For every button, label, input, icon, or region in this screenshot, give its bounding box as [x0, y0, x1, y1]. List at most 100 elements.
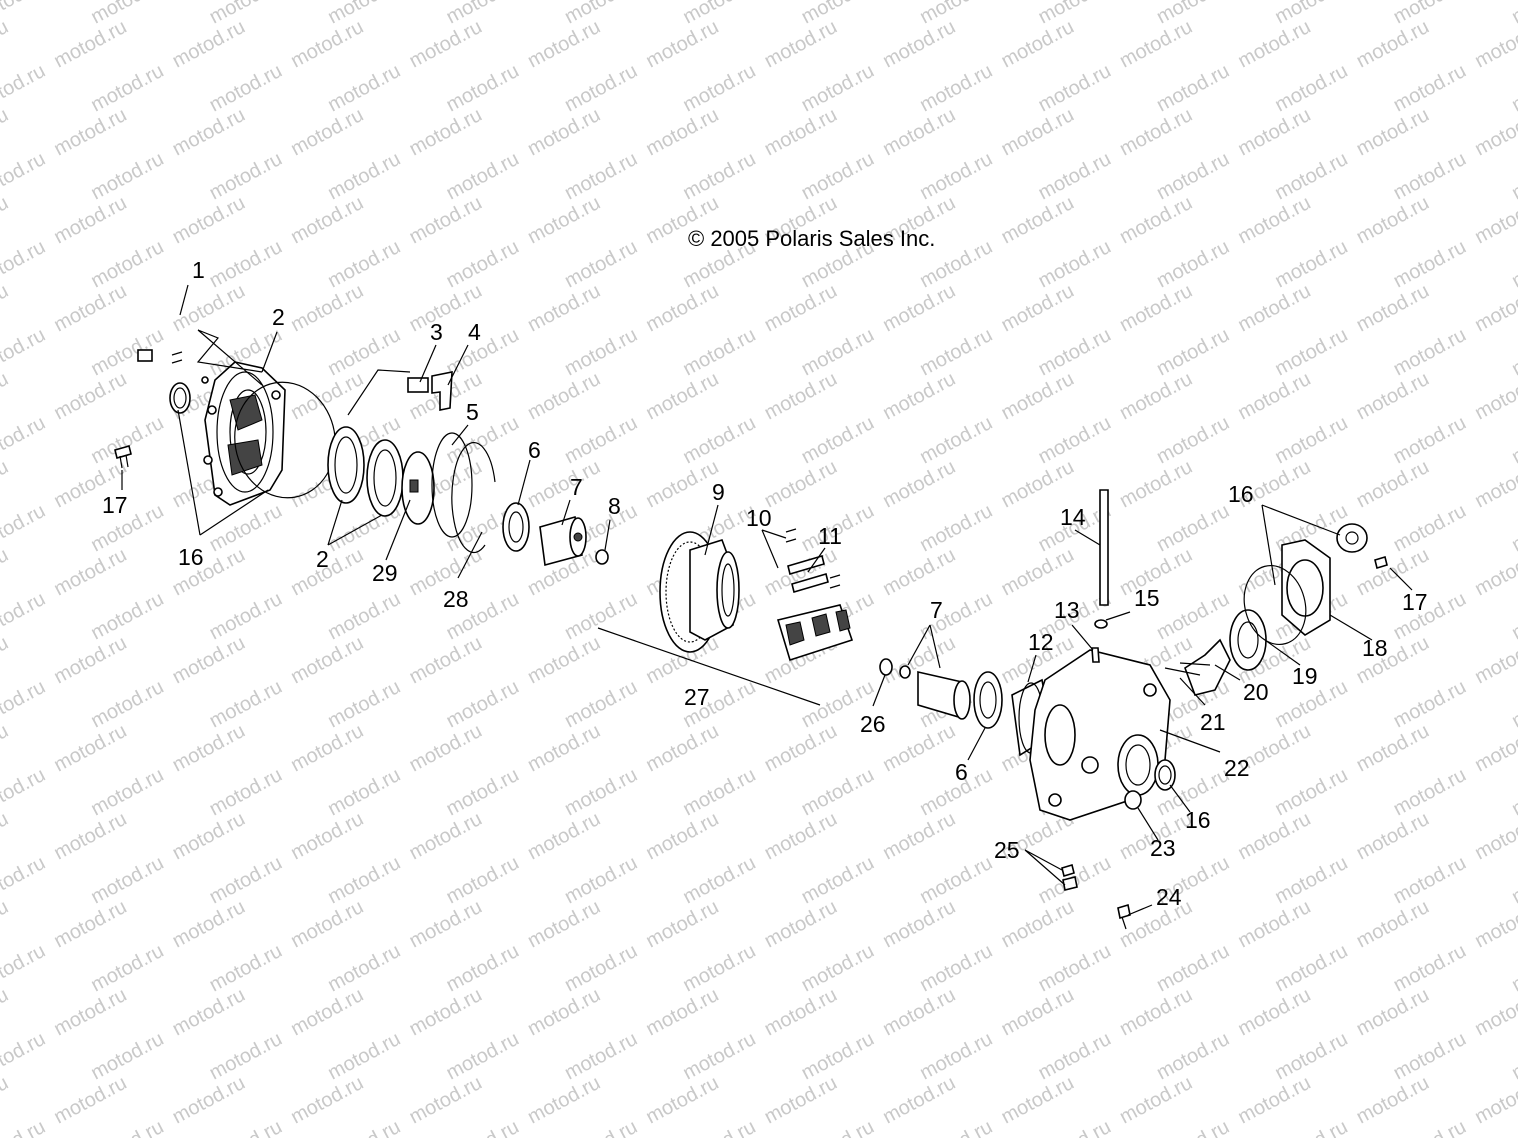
watermark-text: motod.ru	[1390, 236, 1470, 292]
watermark-text: motod.ru	[169, 720, 249, 776]
watermark-text: motod.ru	[206, 588, 286, 644]
watermark-text: motod.ru	[1153, 940, 1233, 996]
watermark-text: motod.ru	[1271, 60, 1351, 116]
left-cover-assembly	[114, 349, 609, 567]
watermark-text: motod.ru	[1234, 984, 1314, 1040]
watermark-text: motod.ru	[1471, 544, 1518, 600]
watermark-text: motod.ru	[206, 236, 286, 292]
watermark-text: motod.ru	[50, 104, 130, 160]
watermark-text: motod.ru	[87, 236, 167, 292]
watermark-text: motod.ru	[1153, 60, 1233, 116]
watermark-text: motod.ru	[916, 148, 996, 204]
watermark-text: motod.ru	[1234, 896, 1314, 952]
watermark-text: motod.ru	[287, 1072, 367, 1128]
watermark-text: motod.ru	[443, 148, 523, 204]
watermark-text: motod.ru	[50, 1072, 130, 1128]
watermark-text: motod.ru	[1353, 16, 1433, 72]
watermark-text: motod.ru	[50, 16, 130, 72]
watermark-text: motod.ru	[406, 192, 486, 248]
watermark-text: motod.ru	[798, 148, 878, 204]
watermark-text: motod.ru	[1271, 0, 1351, 28]
watermark-text: motod.ru	[406, 896, 486, 952]
watermark-text: motod.ru	[1035, 412, 1115, 468]
watermark-text: motod.ru	[1035, 0, 1115, 28]
watermark-text: motod.ru	[561, 940, 641, 996]
watermark-text: motod.ru	[1116, 280, 1196, 336]
watermark-text: motod.ru	[1353, 896, 1433, 952]
watermark-text: motod.ru	[206, 500, 286, 556]
watermark-text: motod.ru	[524, 720, 604, 776]
watermark-text: motod.ru	[798, 940, 878, 996]
callout-27: 27	[684, 684, 710, 710]
watermark-text: motod.ru	[87, 1028, 167, 1084]
watermark-text: motod.ru	[761, 984, 841, 1040]
watermark-text: motod.ru	[324, 148, 404, 204]
watermark-text: motod.ru	[1390, 676, 1470, 732]
watermark-text: motod.ru	[443, 764, 523, 820]
watermark-text: motod.ru	[1271, 236, 1351, 292]
watermark-text: motod.ru	[0, 192, 12, 248]
watermark-text: motod.ru	[998, 16, 1078, 72]
watermark-text: motod.ru	[761, 544, 841, 600]
watermark-text: motod.ru	[1508, 676, 1518, 732]
watermark-text: motod.ru	[169, 896, 249, 952]
watermark-text: motod.ru	[1116, 192, 1196, 248]
watermark-text: motod.ru	[798, 1116, 878, 1138]
watermark-text: motod.ru	[1353, 720, 1433, 776]
watermark-text: motod.ru	[169, 192, 249, 248]
watermark-text: motod.ru	[169, 104, 249, 160]
watermark-text: motod.ru	[879, 280, 959, 336]
watermark-text: motod.ru	[1508, 852, 1518, 908]
watermark-text: motod.ru	[879, 456, 959, 512]
watermark-text: motod.ru	[679, 412, 759, 468]
watermark-text: motod.ru	[50, 808, 130, 864]
watermark-text: motod.ru	[443, 0, 523, 28]
watermark-text: motod.ru	[0, 632, 12, 688]
watermark-text: motod.ru	[324, 236, 404, 292]
watermark-text: motod.ru	[50, 368, 130, 424]
callout-6: 6	[528, 437, 541, 463]
watermark-text: motod.ru	[87, 324, 167, 380]
callout-14: 14	[1060, 504, 1086, 530]
watermark-text: motod.ru	[998, 544, 1078, 600]
watermark-text: motod.ru	[0, 852, 49, 908]
watermark-text: motod.ru	[679, 1028, 759, 1084]
watermark-text: motod.ru	[879, 808, 959, 864]
watermark-text: motod.ru	[798, 412, 878, 468]
watermark-text: motod.ru	[169, 808, 249, 864]
callout-2: 2	[316, 546, 329, 572]
watermark-text: motod.ru	[679, 60, 759, 116]
watermark-text: motod.ru	[1353, 368, 1433, 424]
callout-labels: 1 2 2 3 4 5 6 6 7 7 8 9 10 11 12 13 14 1…	[102, 257, 1428, 910]
watermark-text: motod.ru	[1153, 324, 1233, 380]
callout-3: 3	[430, 319, 443, 345]
watermark-text: motod.ru	[287, 720, 367, 776]
watermark-text: motod.ru	[998, 1072, 1078, 1128]
watermark-text: motod.ru	[524, 456, 604, 512]
callout-16: 16	[1228, 481, 1254, 507]
watermark-text: motod.ru	[916, 940, 996, 996]
watermark-text: motod.ru	[1508, 60, 1518, 116]
callout-18: 18	[1362, 635, 1388, 661]
watermark-text: motod.ru	[679, 764, 759, 820]
watermark-text: motod.ru	[87, 676, 167, 732]
watermark-text: motod.ru	[561, 764, 641, 820]
watermark-text: motod.ru	[0, 544, 12, 600]
watermark-text: motod.ru	[1390, 324, 1470, 380]
callout-15: 15	[1134, 585, 1160, 611]
watermark-text: motod.ru	[998, 192, 1078, 248]
watermark-text: motod.ru	[561, 676, 641, 732]
watermark-text: motod.ru	[0, 236, 49, 292]
watermark-text: motod.ru	[561, 1028, 641, 1084]
watermark-text: motod.ru	[524, 104, 604, 160]
watermark-text: motod.ru	[50, 280, 130, 336]
watermark-text: motod.ru	[87, 852, 167, 908]
watermark-text: motod.ru	[1390, 60, 1470, 116]
watermark-text: motod.ru	[1471, 632, 1518, 688]
watermark-text: motod.ru	[287, 368, 367, 424]
watermark-text: motod.ru	[0, 720, 12, 776]
callout-5: 5	[466, 399, 479, 425]
watermark-text: motod.ru	[1390, 412, 1470, 468]
watermark-text: motod.ru	[916, 500, 996, 556]
watermark-text: motod.ru	[50, 984, 130, 1040]
